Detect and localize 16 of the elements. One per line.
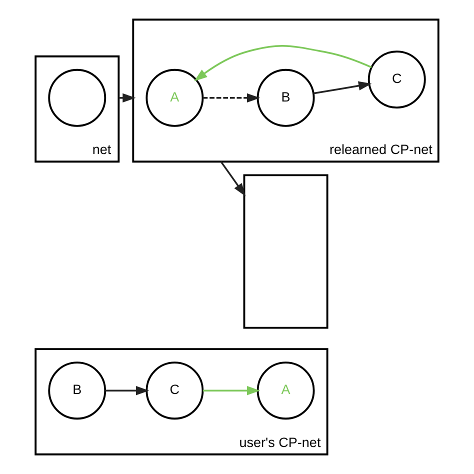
arrow <box>105 386 150 396</box>
node-circle: A <box>146 68 204 127</box>
node-box <box>243 174 328 329</box>
arrow <box>202 386 260 396</box>
node-circle: B <box>256 68 315 127</box>
node-circle: C <box>146 362 204 420</box>
node-circle <box>48 68 106 127</box>
cluster: net <box>34 55 120 163</box>
node-circle: A <box>256 362 315 420</box>
arrow <box>118 93 136 102</box>
node-circle: C <box>368 50 426 109</box>
arrow <box>313 81 372 94</box>
node-circle: B <box>48 362 106 420</box>
arrow <box>202 93 260 102</box>
arrow <box>194 45 372 82</box>
arrow <box>220 161 246 196</box>
